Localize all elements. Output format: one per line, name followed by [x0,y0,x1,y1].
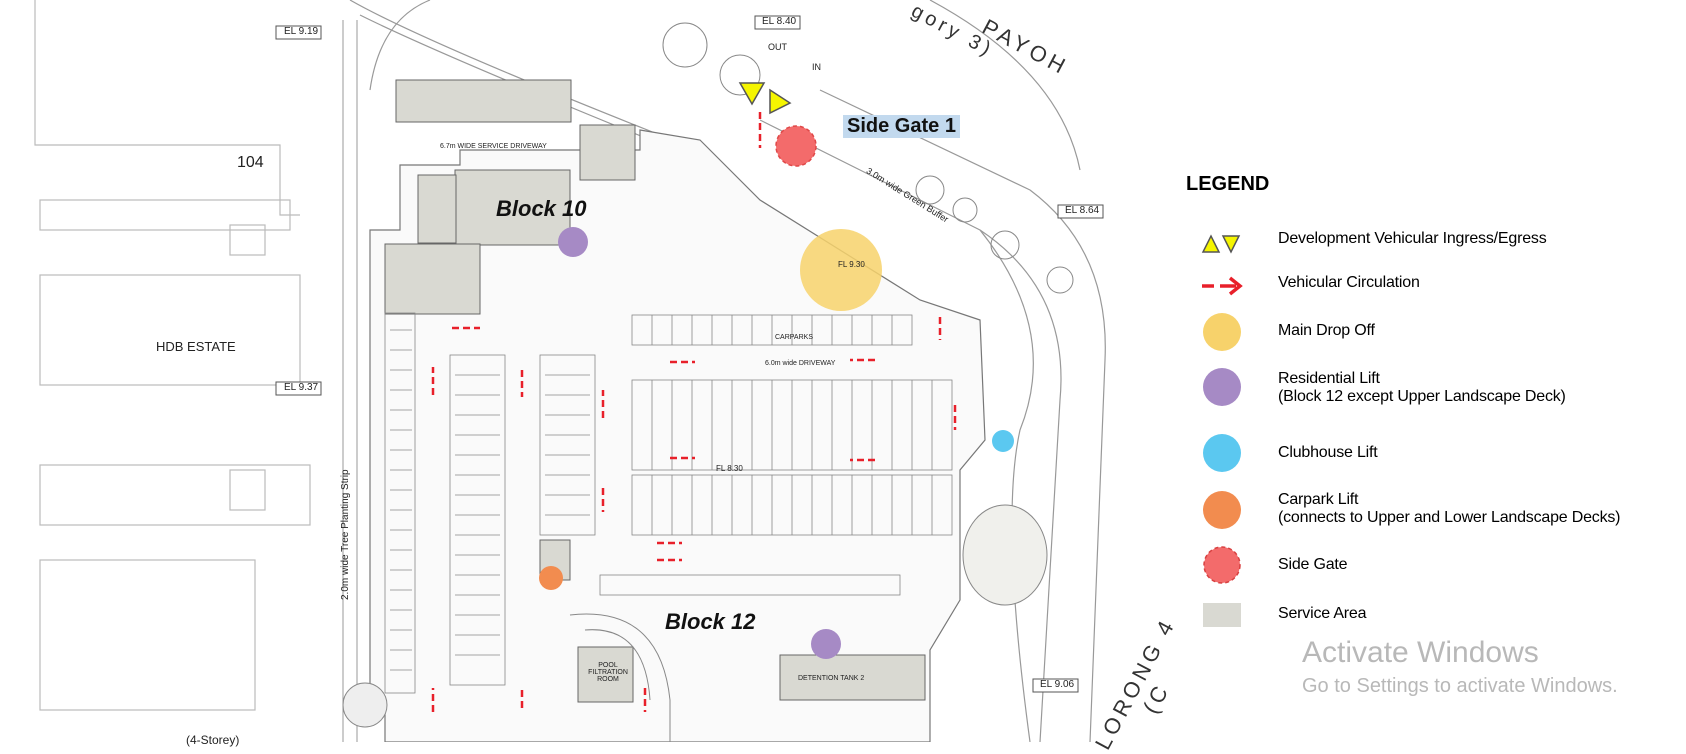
out-label: OUT [768,42,787,52]
clubhouse-lift-marker [992,430,1014,452]
main-drop-off-marker [800,229,882,311]
legend-label-clubhouse-lift: Clubhouse Lift [1278,444,1378,461]
legend-label-side-gate: Side Gate [1278,556,1348,573]
ingress-egress-triangles-icon [1201,234,1241,254]
elevation-tags [275,15,1104,693]
hdb-estate-label: HDB ESTATE [156,339,236,354]
legend-label-ingress-egress: Development Vehicular Ingress/Egress [1278,230,1547,247]
service-driveway-label: 6.7m WIDE SERVICE DRIVEWAY [440,143,547,150]
legend-label-vehicular-circulation: Vehicular Circulation [1278,274,1420,291]
legend-item-service-area: Service Area [1190,596,1680,632]
legend-item-clubhouse-lift: Clubhouse Lift [1190,433,1680,475]
service-areas [384,79,926,703]
legend-label-carpark-lift: Carpark Lift [1278,491,1359,508]
yellow-circle-icon [1203,313,1241,351]
legend-item-side-gate: Side Gate [1190,545,1680,587]
in-label: IN [812,62,821,72]
neighbour-estate-outlines [34,0,311,711]
driveway-label: 6.0m wide DRIVEWAY [765,360,836,367]
residential-lift-block10-marker [558,227,588,257]
planting-strip-label: 2.0m wide Tree Planting Strip [340,469,351,600]
landscape-features [342,22,1074,742]
side-gate-1-marker [775,125,817,167]
vehicular-circulation-arrows [431,112,957,712]
legend-sublabel-residential-lift: (Block 12 except Upper Landscape Deck) [1278,388,1566,405]
elevation-label-864: EL 8.64 [1065,205,1100,216]
residential-lift-block12-marker [811,629,841,659]
pool-room-label: POOL FILTRATION ROOM [588,662,628,683]
activate-windows-title: Activate Windows [1302,636,1539,669]
block-10-label: Block 10 [496,196,587,221]
carparks-label: CARPARKS [775,334,813,341]
legend-item-vehicular-circulation: Vehicular Circulation [1190,266,1680,306]
legend-item-residential-lift: Residential Lift (Block 12 except Upper … [1190,367,1680,409]
estate-104-label: 104 [237,154,264,171]
legend-item-main-drop-off: Main Drop Off [1190,312,1680,354]
purple-circle-icon [1203,368,1241,406]
legend-item-carpark-lift: Carpark Lift (connects to Upper and Lowe… [1190,490,1680,532]
road-boundaries [349,0,1106,742]
activate-windows-subtitle: Go to Settings to activate Windows. [1302,675,1618,697]
legend-title: LEGEND [1186,173,1270,195]
detention-tank-label: DETENTION TANK 2 [798,675,865,682]
legend-label-main-drop-off: Main Drop Off [1278,322,1375,339]
side-gate-1-label: Side Gate 1 [843,115,960,138]
carpark-stalls [384,312,953,694]
red-dashed-arrow-icon [1202,276,1243,296]
orange-circle-icon [1203,491,1241,529]
blue-circle-icon [1203,434,1241,472]
ingress-egress-triangles [738,82,792,115]
elevation-label-919: EL 9.19 [284,26,319,37]
grey-square-icon [1203,603,1241,627]
red-dashed-circle-icon [1203,546,1241,584]
legend-label-residential-lift: Residential Lift [1278,370,1380,387]
tree-planting-strip [342,20,358,742]
elevation-label-937: EL 9.37 [284,382,319,393]
legend-sublabel-carpark-lift: (connects to Upper and Lower Landscape D… [1278,509,1621,526]
legend-item-ingress-egress: Development Vehicular Ingress/Egress [1190,222,1680,262]
storey-label: (4-Storey) [186,733,240,747]
carpark-lift-marker [539,566,563,590]
legend-label-service-area: Service Area [1278,605,1367,622]
elevation-label-840: EL 8.40 [762,16,797,27]
fl-830-label: FL 8.30 [716,464,743,473]
elevation-label-906: EL 9.06 [1040,679,1075,690]
fl-930-label: FL 9.30 [838,260,865,269]
block-12-label: Block 12 [665,609,756,634]
site-plan-map [34,0,1106,742]
